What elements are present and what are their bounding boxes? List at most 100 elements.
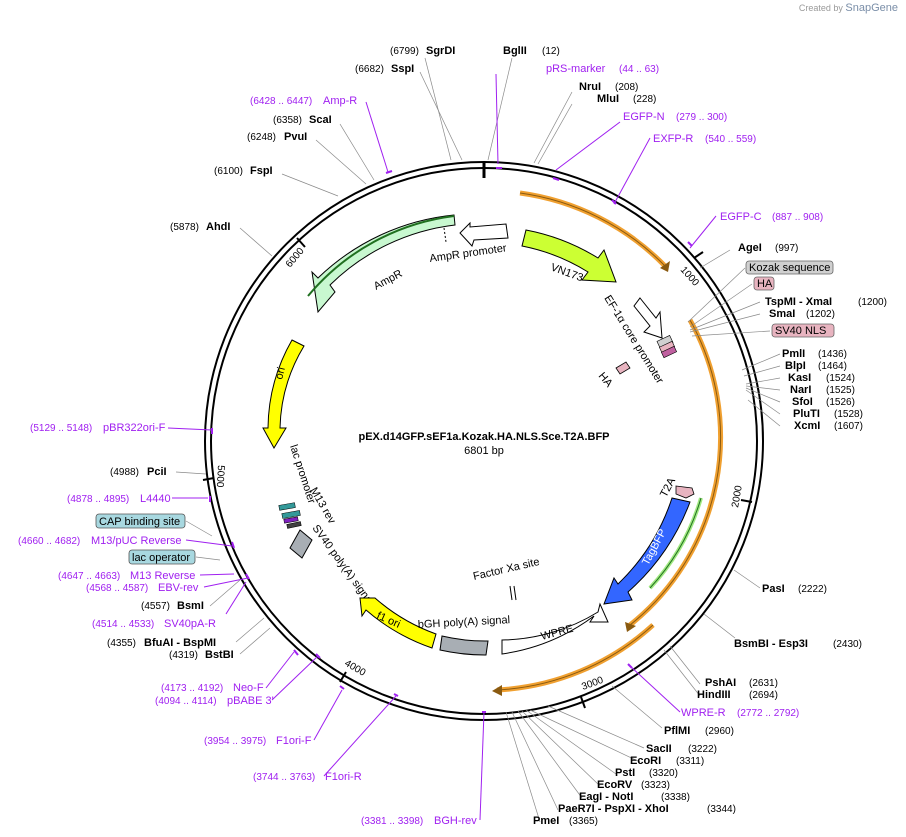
kozak-box <box>745 260 834 275</box>
ha-box-label: HA <box>757 278 773 290</box>
primer-pos-exfp-r: (540 .. 559) <box>705 134 756 145</box>
ampr-promoter-dash <box>443 227 447 243</box>
primer-amp-r: Amp-R <box>323 95 357 107</box>
f1-ori-feature <box>359 597 437 649</box>
cap-binding-box-label: CAP binding site <box>99 516 180 528</box>
enzyme-pos-ahdi: (5878) <box>170 222 199 233</box>
enzyme-pos-pmli: (1436) <box>818 349 847 360</box>
enzyme-pvui: PvuI <box>284 131 307 143</box>
enzyme-mlui: MluI <box>597 93 619 105</box>
enzyme-xcmi: XcmI <box>794 420 820 432</box>
enzyme-pos-sfoi: (1526) <box>826 397 855 408</box>
primer-pos-ebv-rev: (4568 .. 4587) <box>86 583 148 594</box>
factor-xa-marker-2 <box>513 585 517 601</box>
orf-arc-bottom-inner <box>496 624 654 691</box>
bgh-polya-feature <box>439 635 489 656</box>
primer-pos-wpre-r: (2772 .. 2792) <box>737 708 799 719</box>
enzyme-fspi: FspI <box>250 165 273 177</box>
ebv-marker <box>286 521 302 529</box>
ori-feature <box>262 339 305 450</box>
orf-arc-bottom <box>496 623 655 693</box>
wpre-feature <box>501 602 609 655</box>
primer-m13-reverse: M13 Reverse <box>130 570 195 582</box>
kozak-box-label: Kozak sequence <box>749 262 830 274</box>
enzyme-pos-fspi: (6100) <box>214 166 243 177</box>
primer-pos-sv40pa-r: (4514 .. 4533) <box>92 619 154 630</box>
ef1a-promoter-label: EF-1α core promoter <box>601 293 665 386</box>
sv40-nls-box <box>771 323 835 338</box>
ampr-accent <box>307 215 455 297</box>
enzyme-bglii: BglII <box>503 45 527 57</box>
enzyme-pos-tspmi-xmai: (1200) <box>858 297 887 308</box>
enzyme-pos-blpi: (1464) <box>818 361 847 372</box>
factor-xa-label: Factor Xa site <box>472 556 541 583</box>
primer-pos-amp-r: (6428 .. 6447) <box>250 96 312 107</box>
enzyme-pos-sgrdi: (6799) <box>390 46 419 57</box>
tick-label-5000: 5000 <box>214 465 226 488</box>
ampr-promoter-feature <box>459 221 509 247</box>
m13-marker <box>283 516 299 524</box>
enzyme-pos-psti: (3320) <box>649 768 678 779</box>
primer-bgh-rev: BGH-rev <box>434 815 477 827</box>
enzyme-pos-nrui: (208) <box>615 82 638 93</box>
enzyme-pos-bstbi: (4319) <box>169 650 198 661</box>
enzyme-pmei: PmeI <box>533 815 559 827</box>
enzyme-ecori: EcoRI <box>630 755 661 767</box>
enzyme-pmli: PmlI <box>782 348 805 360</box>
nls-marker <box>660 345 678 359</box>
plasmid-name: pEX.d14GFP.sEF1a.Kozak.HA.NLS.Sce.T2A.BF… <box>358 431 609 443</box>
enzyme-pos-bglii: (12) <box>542 46 560 57</box>
primer-ticks <box>209 167 693 713</box>
lac-operator-box <box>128 549 196 565</box>
enzyme-pos-eagi-noti: (3338) <box>661 792 690 803</box>
enzyme-pshai: PshAI <box>705 677 736 689</box>
primer-pos-egfp-c: (887 .. 908) <box>772 212 823 223</box>
tagbfp-feature <box>603 497 691 605</box>
enzyme-bsmbi-esp3i: BsmBI - Esp3I <box>734 638 808 650</box>
enzyme-blpi: BlpI <box>785 360 806 372</box>
primer-pointer-lines <box>167 73 717 821</box>
primer-pbr322ori-f: pBR322ori-F <box>103 422 166 434</box>
enzyme-agei: AgeI <box>738 242 762 254</box>
enzyme-pos-paer7i-pspxi-xhoi: (3344) <box>707 804 736 815</box>
primer-egfp-c: EGFP-C <box>720 211 762 223</box>
ampr-promoter-label: AmpR promoter <box>429 242 508 265</box>
enzyme-pcii: PciI <box>147 466 167 478</box>
orf-arrow-head-3 <box>492 685 502 696</box>
primer-exfp-r: EXFP-R <box>653 133 693 145</box>
enzyme-pos-pvui: (6248) <box>247 132 276 143</box>
ha-box <box>753 276 775 291</box>
primer-wpre-r: WPRE-R <box>681 707 726 719</box>
enzyme-pos-pflmi: (2960) <box>705 726 734 737</box>
enzyme-pos-kasi: (1524) <box>826 373 855 384</box>
enzyme-pos-scai: (6358) <box>273 115 302 126</box>
primer-sv40pa-r: SV40pA-R <box>164 618 216 630</box>
enzyme-bstbi: BstBI <box>205 649 234 661</box>
orf-arrow-head-1 <box>660 261 670 272</box>
sv40-nls-box-label: SV40 NLS <box>775 325 826 337</box>
enzyme-ahdi: AhdI <box>206 221 230 233</box>
enzyme-pos-pluti: (1528) <box>834 409 863 420</box>
enzyme-pos-pshai: (2631) <box>749 678 778 689</box>
tick-label-1000: 1000 <box>678 265 701 289</box>
primer-pos-l4440: (4878 .. 4895) <box>67 494 129 505</box>
enzyme-sspi: SspI <box>391 63 414 75</box>
f1-ori-label: f1 ori <box>375 610 402 631</box>
primer-pos-m13-reverse: (4647 .. 4663) <box>58 571 120 582</box>
enzyme-scai: ScaI <box>309 114 332 126</box>
orf-arrow-head-2 <box>625 622 636 632</box>
cap-binding-box <box>95 513 186 529</box>
vn173-feature <box>521 229 617 283</box>
tick-label-2000: 2000 <box>730 484 745 508</box>
m13-rev-label: M13 rev <box>307 486 338 527</box>
connector-lines <box>175 57 781 823</box>
enzyme-smai: SmaI <box>769 308 795 320</box>
enzyme-nari: NarI <box>790 384 811 396</box>
lac-operator-box-label: lac operator <box>132 552 190 564</box>
t2a-feature <box>675 485 695 499</box>
primer-pos-m13-puc-reverse: (4660 .. 4682) <box>18 536 80 547</box>
ha-feature <box>615 361 631 375</box>
enzyme-pos-agei: (997) <box>775 243 798 254</box>
primer-f1ori-r: F1ori-R <box>325 771 362 783</box>
